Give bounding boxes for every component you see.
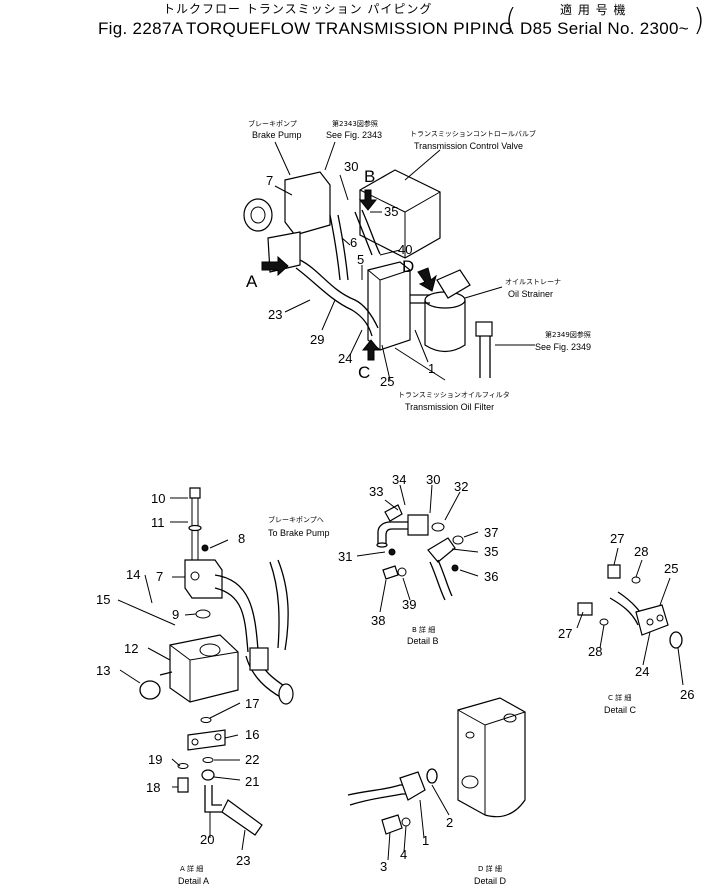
see-fig-2349-label: See Fig. 2349 [535,342,592,352]
part-number: 15 [96,592,111,607]
part-number: 7 [156,569,164,584]
part-number: 28 [634,544,649,559]
title-japanese: トルクフロー トランスミッション パイピング [163,2,433,16]
part-number: 30 [426,472,441,487]
see-fig-2343-label-jp: 第2343図参照 [332,120,378,128]
detail-b-label: Detail B [407,636,439,646]
part-number: 14 [126,567,141,582]
detail-a-label: Detail A [178,876,210,886]
part-number: 22 [245,752,260,767]
part-number: 17 [245,696,260,711]
view-label-c: C [358,363,371,382]
part-number: 6 [350,235,358,250]
hose-23 [299,259,379,329]
part-number: 11 [151,515,165,530]
part-number: 1 [422,833,430,848]
part-number: 35 [484,544,499,559]
view-arrow-d [417,267,437,292]
part-number: 33 [369,484,384,499]
control-valve-label: Transmission Control Valve [414,141,524,151]
detail-a-label-jp: A 詳 細 [180,865,204,873]
part-number: 24 [338,351,353,366]
part-number: 37 [484,525,499,540]
oil-strainer-label-jp: オイルストレーナ [505,278,561,286]
part-number: 26 [680,687,695,702]
part-number: 23 [268,307,283,322]
to-brake-pump-label: To Brake Pump [268,528,330,538]
see-fig-2343-label: See Fig. 2343 [326,130,383,140]
figure-number: Fig. 2287A [98,19,184,38]
part-number: 31 [338,549,353,564]
leader-brake-pump [274,141,291,176]
serial-number: D85 Serial No. 2300~ [520,19,690,38]
brake-pump-label: Brake Pump [252,130,302,140]
to-brake-pump-label-jp: ブレーキポンプへ [268,516,324,524]
right-paren: ) [693,3,705,38]
part-number: 21 [245,774,260,789]
control-valve-body [359,169,441,259]
oil-filter-label-jp: トランスミッションオイルフィルタ [398,391,510,399]
part-number: 5 [357,252,365,267]
view-label-a: A [246,272,258,291]
part-number: 12 [124,641,139,656]
part-number: 35 [384,204,399,219]
view-arrow-b [358,189,378,211]
view-label-d: D [402,257,415,276]
part-number: 39 [402,597,417,612]
part-number: 7 [266,173,274,188]
detail-d-label: Detail D [474,876,507,886]
hose-40 [354,209,381,256]
part-number: 13 [96,663,111,678]
view-arrow-c [361,339,381,361]
figure-title: TORQUEFLOW TRANSMISSION PIPING [186,19,513,38]
part-number: 23 [236,853,251,868]
brake-pump-body [284,171,331,236]
part-number: 34 [392,472,407,487]
part-number: 9 [172,607,180,622]
detail-d-label-jp: D 詳 細 [478,865,502,873]
part-number: 24 [635,664,650,679]
left-paren: ( [505,3,517,38]
part-number: 38 [371,613,386,628]
part-number: 40 [398,242,413,257]
part-number: 2 [446,815,454,830]
part-number: 30 [344,159,359,174]
applicable-machines-label: 適 用 号 機 [560,3,627,17]
detail-c-label-jp: C 詳 細 [608,694,632,702]
part-number: 18 [146,780,161,795]
part-number: 25 [380,374,395,389]
part-number: 36 [484,569,499,584]
oil-filter-body [367,261,411,351]
oil-filter-label: Transmission Oil Filter [405,402,495,412]
brake-pump-label-jp: ブレーキポンプ [248,120,297,128]
control-valve-label-jp: トランスミッションコントロールバルブ [410,130,536,138]
part-number: 32 [454,479,469,494]
pump-flange [243,198,273,232]
view-label-b: B [364,167,376,186]
see-fig-2349-label-jp: 第2349図参照 [545,331,591,339]
part-number: 3 [380,859,388,874]
part-number: 16 [245,727,260,742]
part-number: 27 [558,626,573,641]
part-number: 27 [610,531,625,546]
view-arrow-a [261,255,289,277]
detail-a-pump-12 [169,634,239,703]
part-number: 1 [428,361,436,376]
part-number: 19 [148,752,163,767]
part-number: 10 [151,491,166,506]
oil-strainer-label: Oil Strainer [508,289,554,299]
part-number: 29 [310,332,325,347]
detail-a-block-7 [184,559,223,599]
part-number: 20 [200,832,215,847]
oil-strainer-body [424,299,466,353]
detail-c-label: Detail C [604,705,637,715]
part-number: 28 [588,644,603,659]
part-number: 25 [664,561,679,576]
detail-b-label-jp: B 詳 細 [412,626,436,634]
part-number: 8 [238,531,246,546]
pipe-6 [329,214,341,281]
part-number: 4 [400,847,408,862]
